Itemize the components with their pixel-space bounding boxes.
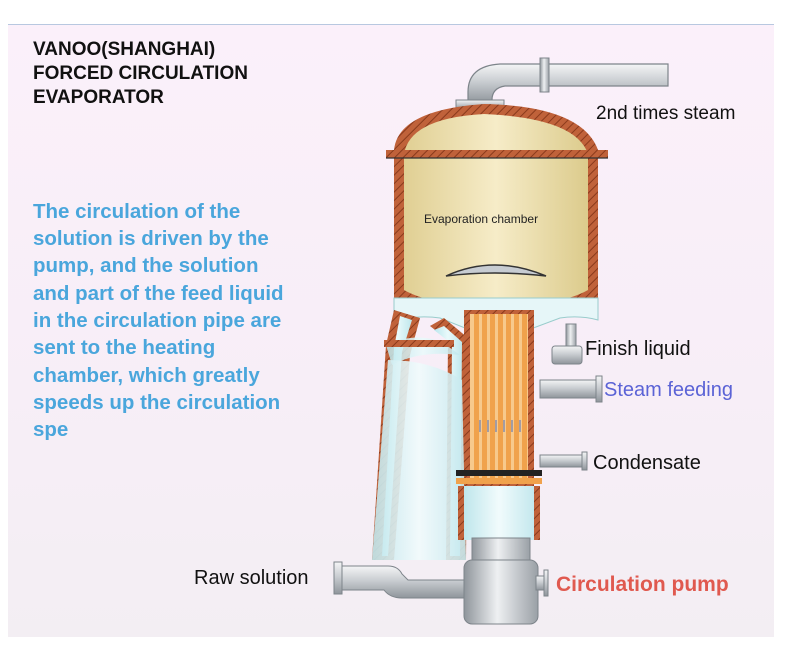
description-line-5: in the circulation pipe are [33,309,282,332]
diagram-title-line-2: FORCED CIRCULATION [33,63,248,84]
description-line-2: solution is driven by the [33,227,269,250]
finish-liquid-nozzle [551,323,583,365]
description-line-1: The circulation of the [33,200,241,223]
steam-feeding-nozzle [539,375,603,403]
description-line-9: spe [33,418,69,441]
description-line-3: pump, and the solution [33,254,259,277]
circulation-pump [463,537,549,625]
description-line-6: sent to the heating [33,336,216,359]
description-line-7: chamber, which greatly [33,364,260,387]
description-line-8: speeds up the circulation [33,391,281,414]
label-circulation-pump: Circulation pump [556,573,729,596]
label-finish-liquid: Finish liquid [585,338,691,360]
condensate-nozzle [539,451,588,471]
label-condensate: Condensate [593,452,701,474]
label-steam-feeding: Steam feeding [604,379,733,401]
label-raw-solution: Raw solution [194,567,309,589]
description-line-4: and part of the feed liquid [33,282,284,305]
label-second-steam: 2nd times steam [596,103,736,124]
diagram-title-line-1: VANOO(SHANGHAI) [33,39,216,60]
vapor-head-shell [386,104,608,318]
steam-outlet-pipe [455,57,669,110]
steam-arrows [479,420,521,432]
raw-solution-inlet-pipe [333,561,469,599]
return-circulation-pipe [372,310,468,560]
label-evaporation-chamber: Evaporation chamber [424,212,539,226]
diagram-title-line-3: EVAPORATOR [33,87,164,108]
heating-chamber [456,310,542,540]
heating-tubes [474,314,527,482]
